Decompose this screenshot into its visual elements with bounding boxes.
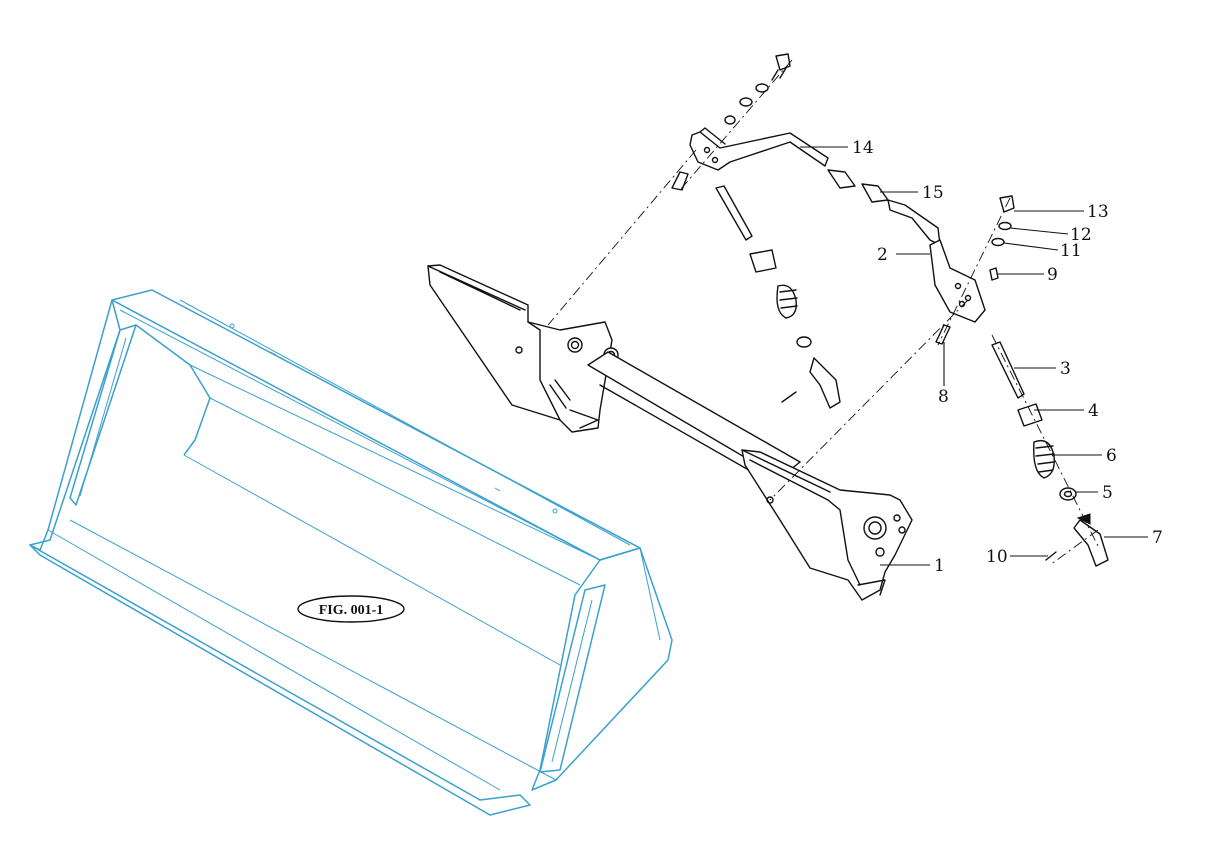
callout-9: 9: [1047, 265, 1058, 285]
callout-6: 6: [1106, 446, 1117, 466]
callout-5: 5: [1102, 483, 1113, 503]
figure-label: FIG. 001-1: [297, 595, 405, 623]
figure-label-text: FIG. 001-1: [319, 603, 384, 618]
right-lever-arm: [929, 239, 986, 323]
callout-8: 8: [938, 387, 949, 407]
bucket-outline: [29, 289, 673, 816]
callouts: 14 15 13 12 11 2 9 8 3 4 6 5 7 10 1: [800, 138, 1163, 576]
right-latch-components: [991, 341, 1109, 567]
callout-15: 15: [922, 183, 944, 203]
callout-3: 3: [1060, 359, 1071, 379]
callout-2: 2: [877, 245, 888, 265]
left-latch-components: [715, 185, 841, 409]
callout-4: 4: [1088, 401, 1099, 421]
callout-11: 11: [1060, 241, 1082, 261]
frame-assembly: [427, 264, 913, 601]
callout-10: 10: [986, 547, 1008, 567]
top-left-hardware: [671, 53, 791, 191]
callout-1: 1: [934, 556, 945, 576]
callout-14: 14: [852, 138, 874, 158]
left-lever-arm: [689, 127, 829, 171]
callout-12: 12: [1070, 225, 1092, 245]
wear-blocks: [827, 169, 941, 246]
callout-13: 13: [1087, 202, 1109, 222]
assembly-centerlines: [547, 59, 1099, 566]
callout-7: 7: [1152, 528, 1163, 548]
